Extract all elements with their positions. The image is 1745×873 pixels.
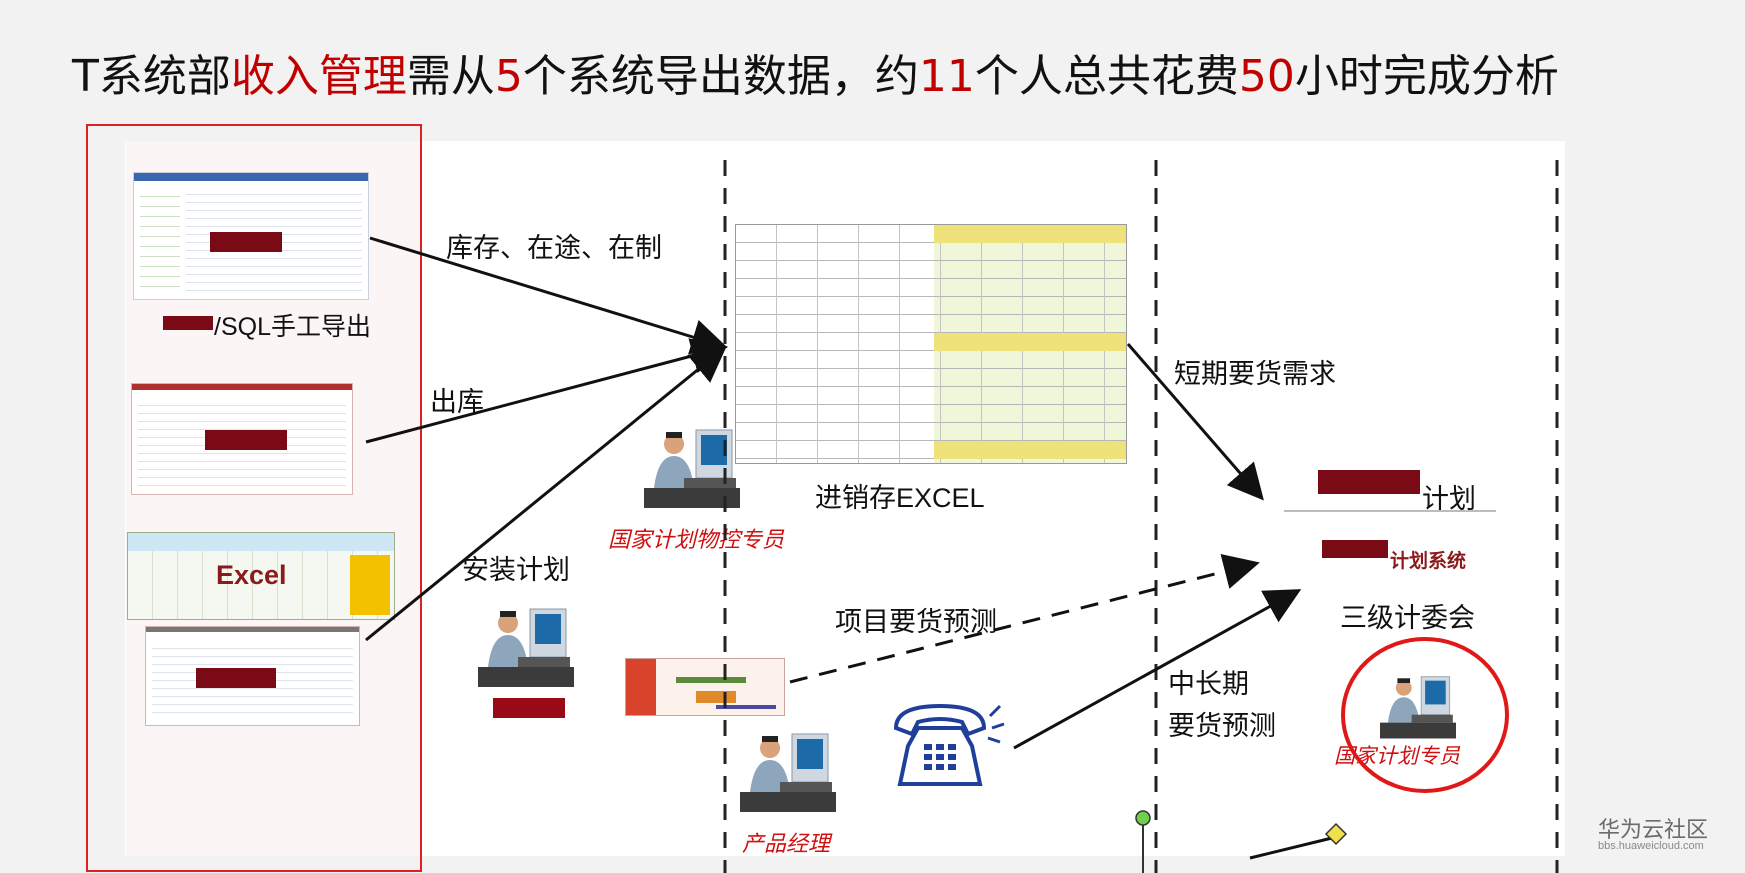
- second-system-name-redaction: [205, 430, 287, 450]
- project-gantt-thumbnail: [625, 658, 785, 716]
- title-segment: 11: [918, 51, 975, 102]
- country-planner-label: 国家计划专员: [1334, 745, 1460, 768]
- sop-plan-redaction: [1318, 470, 1420, 494]
- green-marker-icon: [1135, 810, 1151, 826]
- install-plan-label: 安装计划: [462, 555, 570, 585]
- title-segment: 收入管理: [230, 51, 407, 102]
- page-title: T系统部收入管理需从5个系统导出数据，约11个人总共花费50小时完成分析: [72, 40, 1559, 104]
- country-material-planner-label: 国家计划物控专员: [608, 527, 785, 552]
- manual-export-label: /SQL手工导出: [214, 313, 371, 341]
- title-segment: 小时完成分析: [1294, 51, 1559, 102]
- excel-sheet-thumbnail: [127, 532, 395, 620]
- project-forecast-arrow: [789, 553, 1260, 684]
- psi-excel-sheet: [735, 224, 1127, 464]
- country-planner-highlight-circle: [1341, 637, 1509, 793]
- telephone-icon: [893, 703, 1005, 786]
- person-at-computer-icon: [740, 733, 836, 812]
- short-term-demand-label: 短期要货需求: [1174, 359, 1336, 389]
- pcm-role-redaction: [493, 698, 565, 718]
- short-term-demand-arrow: [1126, 343, 1264, 501]
- person-at-computer-icon: [644, 429, 740, 508]
- outbound-flow-arrow: [365, 338, 728, 444]
- project-forecast-label: 项目要货预测: [835, 607, 997, 637]
- planning-committee-label: 三级计委会: [1340, 603, 1475, 633]
- title-segment: 个人总共花费: [974, 51, 1239, 102]
- product-manager-label: 产品经理: [742, 831, 831, 856]
- sop-divider: [1284, 510, 1496, 512]
- bottom-partial-arrow: [1249, 836, 1333, 860]
- title-segment: 个系统导出数据，约: [522, 51, 919, 102]
- mid-long-term-forecast-label: 要货预测: [1168, 711, 1276, 741]
- sop-system-redaction: [1322, 540, 1388, 558]
- fourth-system-name-redaction: [196, 668, 276, 688]
- inventory-flow-arrow: [369, 236, 728, 355]
- watermark-en: bbs.huaweicloud.com: [1598, 840, 1704, 852]
- watermark-cn: 华为云社区: [1598, 817, 1709, 842]
- sop-plan-label: 计划: [1422, 484, 1476, 514]
- fourth-system-screenshot: [145, 626, 360, 726]
- section-dividers: [723, 160, 1559, 873]
- export-tool-redaction: [163, 316, 213, 330]
- yellow-diamond-marker-icon: [1324, 822, 1348, 846]
- erp-name-redaction: [210, 232, 282, 252]
- inventory-flow-label: 库存、在途、在制: [446, 233, 662, 263]
- erp-screenshot: [133, 172, 369, 300]
- psi-excel-label: 进销存EXCEL: [815, 483, 985, 513]
- person-at-computer-icon: [1380, 676, 1456, 739]
- excel-label: Excel: [216, 560, 287, 590]
- sop-system-label: 计划系统: [1390, 551, 1467, 572]
- source-systems-highlight-frame: [86, 124, 422, 872]
- mid-long-term-label: 中长期: [1168, 669, 1249, 699]
- title-segment: T系统部: [72, 51, 231, 102]
- title-segment: 需从: [406, 51, 495, 102]
- install-plan-flow-arrow: [365, 346, 727, 642]
- title-segment: 5: [494, 51, 523, 102]
- title-segment: 50: [1238, 51, 1295, 102]
- person-at-computer-icon: [478, 608, 574, 687]
- mid-long-term-forecast-arrow: [1013, 589, 1302, 750]
